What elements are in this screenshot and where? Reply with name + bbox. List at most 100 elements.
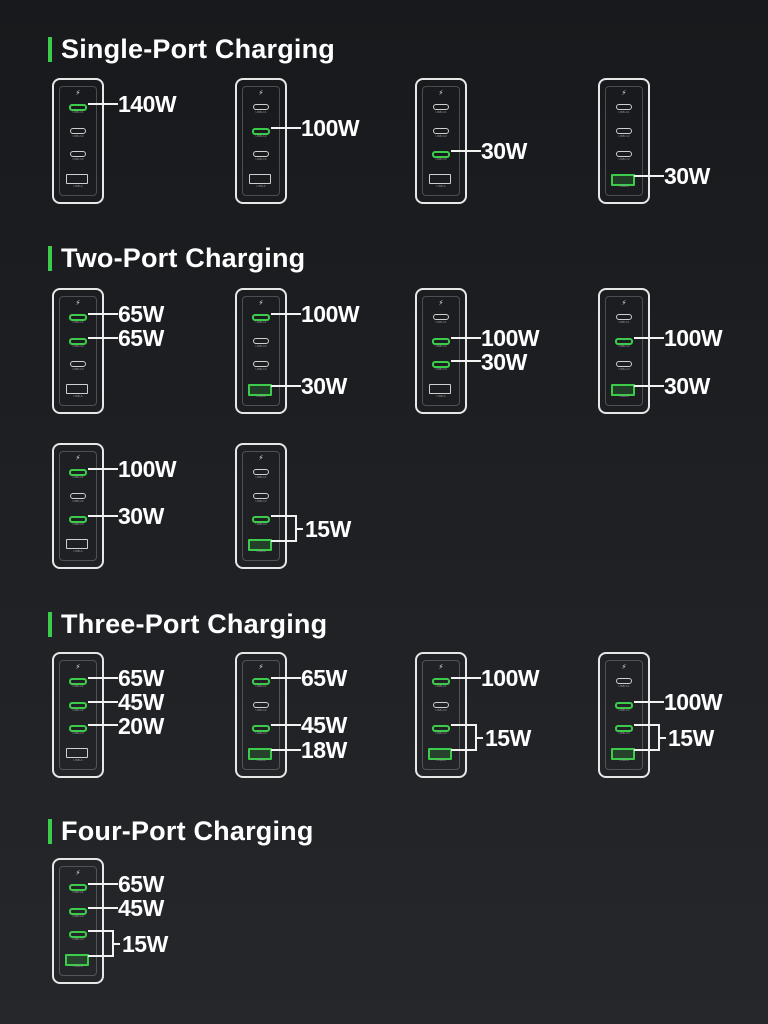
leader-line (88, 313, 118, 315)
port-label: USB-A (256, 758, 266, 762)
wattage-label: 65W (118, 871, 164, 897)
lightning-bolt-icon: ⚡ (438, 664, 444, 671)
lightning-bolt-icon: ⚡ (75, 870, 81, 877)
lightning-bolt-icon: ⚡ (258, 300, 264, 307)
usb-c3-port (616, 151, 632, 157)
port-label: USB-A (619, 394, 629, 398)
usb-a-port (66, 748, 88, 758)
port-label: USB-C3 (72, 937, 84, 941)
usb-c1-port (433, 314, 449, 320)
usb-c1-port (433, 104, 449, 110)
port-label: USB-A (256, 184, 266, 188)
usb-c2-port-active (69, 908, 87, 915)
section-title-text: Single-Port Charging (61, 33, 335, 64)
port-label: USB-C3 (72, 731, 84, 735)
leader-line (104, 724, 106, 725)
section-title-three: Three-Port Charging (48, 609, 327, 639)
port-label: USB-C2 (72, 344, 84, 348)
wattage-label: 65W (118, 325, 164, 351)
lightning-bolt-icon: ⚡ (258, 664, 264, 671)
port-label: USB-C3 (255, 367, 267, 371)
wattage-label: 100W (664, 689, 723, 715)
port-label: USB-C2 (435, 134, 447, 138)
usb-c2-port (253, 338, 269, 344)
usb-c3-port (70, 361, 86, 367)
usb-c3-port-active (69, 931, 87, 938)
port-label: USB-C2 (72, 708, 84, 712)
port-label: USB-C3 (255, 522, 267, 526)
wattage-label: 100W (481, 665, 540, 691)
port-label: USB-C2 (255, 344, 267, 348)
port-label: USB-C3 (255, 731, 267, 735)
wattage-label: 30W (301, 373, 347, 399)
wattage-label: 140W (118, 91, 177, 117)
port-label: USB-A (73, 394, 83, 398)
port-label: USB-C3 (618, 157, 630, 161)
leader-line (451, 337, 481, 339)
wattage-label: 30W (481, 349, 527, 375)
bracket-line (634, 749, 658, 751)
usb-a-port (66, 174, 88, 184)
wattage-label: 30W (664, 163, 710, 189)
port-label: USB-C1 (618, 684, 630, 688)
usb-a-port-active (611, 174, 635, 186)
usb-c2-port (433, 702, 449, 708)
usb-c3-port-active (432, 151, 450, 158)
usb-c2-port (70, 493, 86, 499)
port-label: USB-A (436, 394, 446, 398)
leader-line (88, 337, 118, 339)
port-label: USB-C3 (72, 367, 84, 371)
leader-line (271, 385, 301, 387)
port-label: USB-C2 (255, 708, 267, 712)
leader-line (88, 907, 118, 909)
port-label: USB-C3 (255, 157, 267, 161)
usb-a-port-active (428, 748, 452, 760)
section-title-single: Single-Port Charging (48, 34, 335, 64)
port-label: USB-C3 (618, 367, 630, 371)
port-label: USB-C1 (435, 110, 447, 114)
port-label: USB-C1 (255, 684, 267, 688)
wattage-label: 100W (301, 301, 360, 327)
bracket-line (451, 724, 475, 726)
wattage-label: 30W (118, 503, 164, 529)
usb-a-port-active (611, 384, 635, 396)
wattage-label: 65W (118, 665, 164, 691)
port-label: USB-C2 (72, 134, 84, 138)
usb-a-port-active (611, 748, 635, 760)
usb-c1-port (616, 104, 632, 110)
usb-c1-port-active (69, 314, 87, 321)
wattage-label: 15W (485, 725, 531, 751)
leader-line (88, 677, 118, 679)
usb-c1-port-active (69, 469, 87, 476)
leader-line (451, 150, 481, 152)
wattage-label: 45W (118, 689, 164, 715)
wattage-label: 15W (668, 725, 714, 751)
usb-a-port-active (248, 748, 272, 760)
wattage-label: 100W (664, 325, 723, 351)
bracket-line (451, 749, 475, 751)
section-title-text: Four-Port Charging (61, 815, 314, 846)
wattage-label: 15W (305, 516, 351, 542)
lightning-bolt-icon: ⚡ (621, 90, 627, 97)
section-title-text: Two-Port Charging (61, 242, 306, 273)
port-label: USB-C2 (618, 708, 630, 712)
bracket-line (634, 724, 658, 726)
wattage-label: 15W (122, 931, 168, 957)
port-label: USB-C1 (618, 320, 630, 324)
usb-c1-port (616, 314, 632, 320)
port-label: USB-A (256, 549, 266, 553)
port-label: USB-C1 (72, 684, 84, 688)
usb-c3-port (253, 151, 269, 157)
section-title-two: Two-Port Charging (48, 243, 305, 273)
usb-c3-port-active (69, 516, 87, 523)
usb-c1-port-active (432, 678, 450, 685)
wattage-label: 65W (301, 665, 347, 691)
